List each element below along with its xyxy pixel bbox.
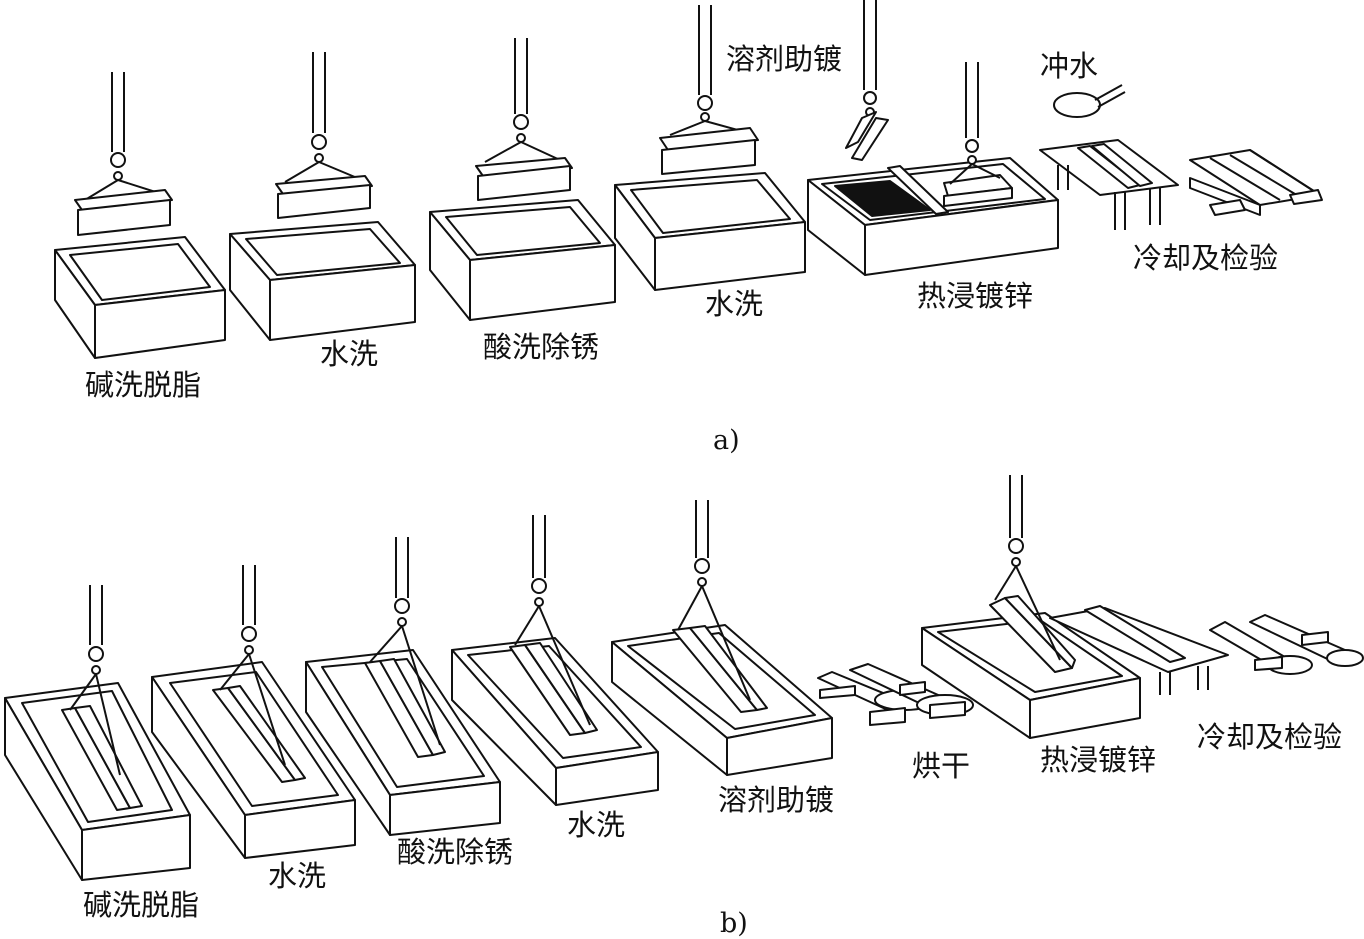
cooling-bench-a <box>1039 139 1179 230</box>
tank-b4 <box>451 637 659 806</box>
hoist-b2 <box>219 565 286 766</box>
hoist-a1 <box>74 72 173 236</box>
tank-b6 <box>921 595 1141 739</box>
hoist-b3 <box>369 537 441 746</box>
label-a-acid-pickle: 酸洗除锈 <box>483 330 600 364</box>
hoist-a2 <box>275 52 373 219</box>
caption-b: b) <box>720 908 748 939</box>
drying-beams <box>817 663 974 726</box>
hoist-b4 <box>514 515 591 726</box>
tank-a1 <box>54 236 226 359</box>
finished-beams-a <box>1189 149 1323 216</box>
hoist-a3 <box>475 38 573 201</box>
label-b-dry: 烘干 <box>912 749 971 783</box>
tank-a4 <box>614 172 806 291</box>
label-a-flux: 溶剂助镀 <box>726 42 843 76</box>
label-a-alkali-degrease: 碱洗脱脂 <box>85 368 202 402</box>
label-b-water-rinse-2: 水洗 <box>567 808 626 842</box>
label-a-water-flush: 冲水 <box>1040 49 1099 83</box>
tank-a3 <box>429 199 616 321</box>
label-b-hot-dip: 热浸镀锌 <box>1040 743 1157 777</box>
label-a-water-rinse-2: 水洗 <box>705 287 764 321</box>
cooling-bench-b <box>1049 605 1229 695</box>
water-spray-nozzle <box>1053 84 1126 118</box>
label-a-hot-dip: 热浸镀锌 <box>917 279 1034 313</box>
label-b-flux: 溶剂助镀 <box>718 783 835 817</box>
hoist-a5a <box>845 0 889 161</box>
tank-b2 <box>151 661 356 859</box>
label-b-water-rinse-1: 水洗 <box>268 859 327 893</box>
finished-beams-b <box>1209 614 1364 675</box>
label-b-alkali-degrease: 碱洗脱脂 <box>83 888 200 922</box>
hoist-a4 <box>659 5 759 175</box>
tank-b3 <box>305 649 501 836</box>
hoist-a5b <box>949 62 1001 185</box>
hoist-b6 <box>994 475 1061 661</box>
label-b-cool-inspect: 冷却及检验 <box>1197 720 1343 754</box>
tank-b1 <box>4 682 191 881</box>
hoist-b5 <box>677 500 751 701</box>
label-a-cool-inspect: 冷却及检验 <box>1133 241 1279 275</box>
caption-a: a) <box>713 425 740 456</box>
label-b-acid-pickle: 酸洗除锈 <box>397 835 514 869</box>
tank-a5 <box>807 157 1059 276</box>
label-a-water-rinse-1: 水洗 <box>320 337 379 371</box>
hoist-b1 <box>69 585 121 776</box>
tank-a2 <box>229 221 416 341</box>
tank-b5 <box>611 624 833 776</box>
